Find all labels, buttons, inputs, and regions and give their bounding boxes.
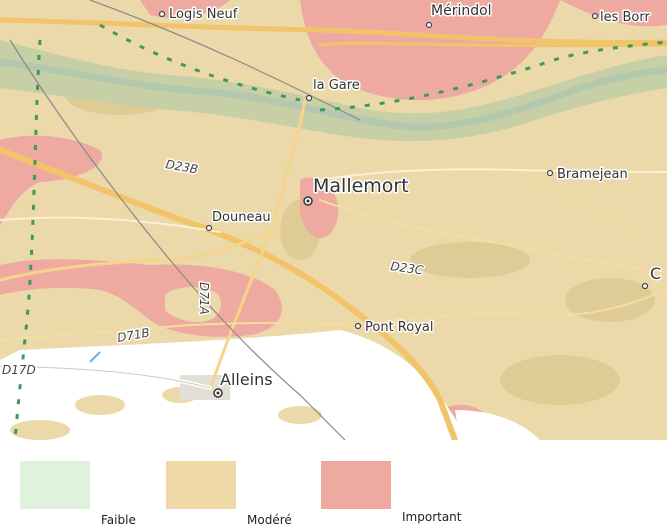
place-logis-neuf: Logis Neuf [169, 7, 238, 22]
boundary-lines [13, 23, 667, 440]
place-les-borr: les Borr [600, 10, 651, 25]
legend-swatch-important [321, 461, 391, 509]
river [0, 58, 667, 131]
road-label-d23c: D23C [390, 259, 425, 278]
legend-label-modere: Modéré [247, 513, 292, 527]
moderate-island [165, 287, 222, 322]
place-markers [158, 10, 649, 330]
place-bramejean: Bramejean [557, 167, 628, 182]
map-canvas: Logis Neuf Mérindol les Borr la Gare Mal… [0, 0, 667, 440]
roads [0, 17, 667, 440]
place-la-gare: la Gare [313, 78, 360, 93]
place-douneau: Douneau [212, 210, 271, 225]
road-label-d17d: D17D [2, 363, 36, 377]
town-markers [213, 196, 313, 398]
place-c-edge: C [650, 264, 661, 283]
place-pont-royal: Pont Royal [365, 320, 433, 335]
map-view[interactable]: Logis Neuf Mérindol les Borr la Gare Mal… [0, 0, 667, 440]
legend-label-faible: Faible [101, 513, 136, 527]
legend-swatch-modere [166, 461, 236, 509]
place-alleins: Alleins [220, 370, 273, 389]
no-risk-area [0, 330, 470, 440]
place-mallemort: Mallemort [313, 175, 409, 197]
railway [9, 39, 346, 440]
legend-label-important: Important [402, 510, 462, 524]
legend: Faible Modéré Important [0, 440, 667, 527]
road-label-d71a: D71A [197, 282, 211, 315]
place-merindol: Mérindol [431, 3, 492, 19]
legend-swatch-faible [20, 461, 90, 509]
